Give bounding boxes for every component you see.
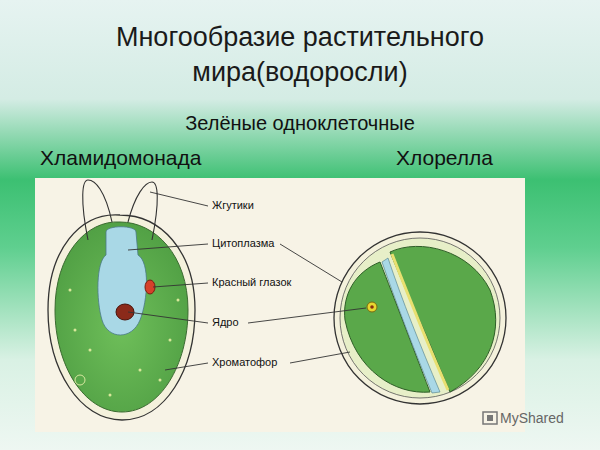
chlorella-cell [334,232,506,404]
organism-name: Хламидомонада [40,146,201,170]
part-label: Красный глазок [212,276,291,288]
part-label: Ядро [212,316,239,328]
organism-name: Хлорелла [396,146,493,170]
slide-title: Многообразие растительного мира(водоросл… [80,20,520,90]
leader-lines [128,192,366,370]
picture-paper [35,178,525,432]
part-label: Жгутики [212,199,254,211]
watermark: MyShared [500,410,564,426]
watermark-icon [483,412,497,424]
subtitle: Зелёные одноклеточные [185,112,415,135]
part-label: Цитоплазма [212,237,274,249]
part-label: Хроматофор [212,356,277,368]
chlamydomonas-cell [48,180,195,420]
